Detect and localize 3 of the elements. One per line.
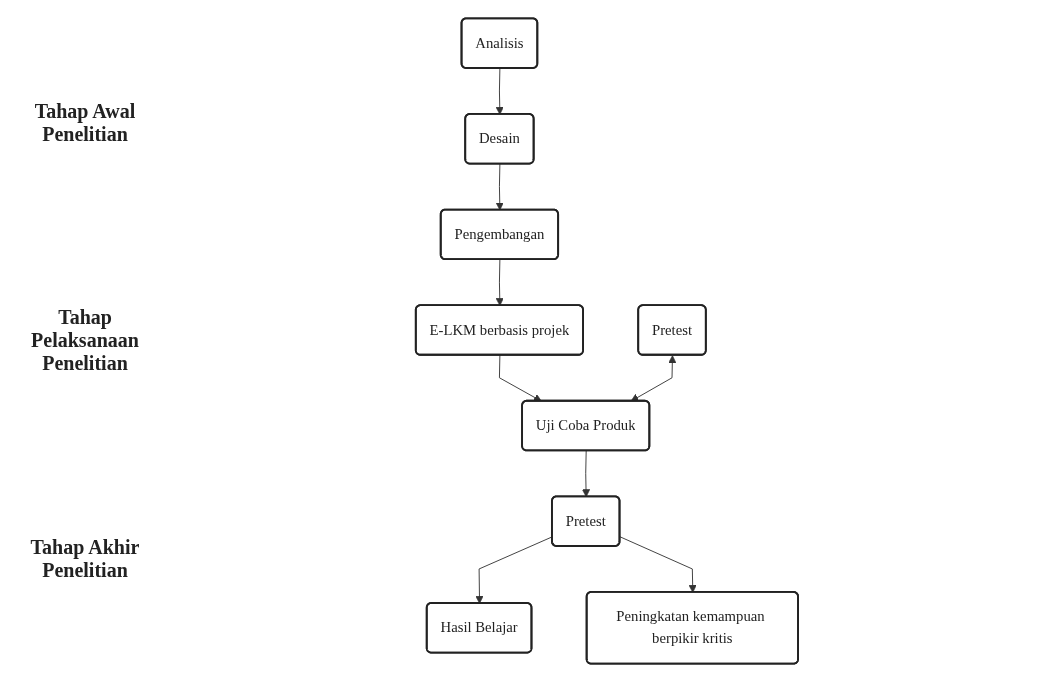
stage-label: Tahap Pelaksanaan Penelitian	[30, 306, 140, 376]
stage-label: Tahap Awal Penelitian	[33, 100, 137, 147]
stage-label: Tahap Akhir Penelitian	[29, 535, 141, 582]
